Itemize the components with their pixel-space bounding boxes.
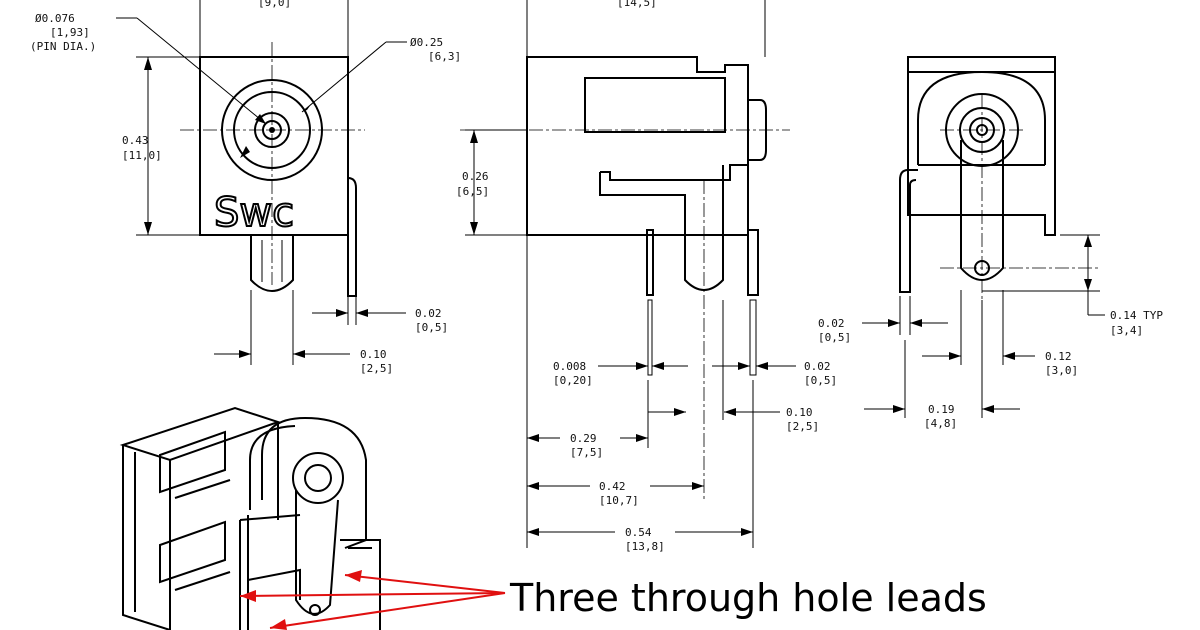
front-dim-barrel-dia-mm: [6,3] [428, 50, 461, 63]
front-dim-height-mm: [11,0] [122, 149, 162, 162]
rear-body-outline [907, 56, 1056, 236]
iso-slot-lower [159, 520, 226, 584]
rear-view: 0.14 TYP [3,4] 0.02 [0,5] 0.12 [3,0] 0.1… [818, 56, 1163, 430]
side-dim-lead-thk: 0.008 [553, 360, 586, 373]
isometric-view [119, 406, 381, 630]
rear-dim-pin-height-mm: [3,4] [1110, 324, 1143, 337]
side-thin-lead [646, 229, 654, 296]
side-dim-axis-height: 0.26 [462, 170, 489, 183]
side-dim-lead1-pos: 0.29 [570, 432, 597, 445]
front-dim-pin-dia: Ø0.076 [35, 12, 75, 25]
iso-rear-arch [261, 416, 367, 549]
front-bottom-pin [250, 235, 294, 292]
side-dim-pin-spacing: 0.10 [786, 406, 813, 419]
iso-side-lead [340, 539, 381, 630]
side-dim-overall-mm: [13,8] [625, 540, 665, 553]
rear-dim-pin-width-mm: [3,0] [1045, 364, 1078, 377]
front-dim-pin-dia-mm: [1,93] [50, 26, 90, 39]
front-dim-width-mm: [9,0] [258, 0, 291, 9]
front-dim-pin-width: 0.10 [360, 348, 387, 361]
side-dim-length-mm-top: [14,5] [617, 0, 657, 9]
callout-caption: Three through hole leads [509, 576, 987, 620]
side-dim-overall: 0.54 [625, 526, 652, 539]
side-dim-pin-spacing-mm: [2,5] [786, 420, 819, 433]
iso-top-face [119, 406, 282, 462]
callout-arrow-side-lead [344, 574, 506, 594]
callout-arrow-left-lead [239, 592, 506, 597]
side-view: [14,5] 0.26 [6,5] 0.008 [0,20] 0.02 [456, 0, 837, 553]
swc-logo: Swc [214, 190, 294, 236]
side-dim-lead1-pos-mm: [7,5] [570, 446, 603, 459]
rear-dim-lead-spacing-mm: [4,8] [924, 417, 957, 430]
rear-arch [917, 70, 1046, 165]
rear-dim-lead-thk-mm: [0,5] [818, 331, 851, 344]
front-side-lead [347, 176, 357, 297]
front-dim-height: 0.43 [122, 134, 149, 147]
rear-dim-pin-width: 0.12 [1045, 350, 1072, 363]
rear-side-lead [899, 169, 918, 293]
callout-arrow-center-lead [269, 592, 506, 629]
side-body-outline [526, 56, 749, 236]
iso-slot-upper [159, 430, 226, 494]
side-dim-pin-pos: 0.42 [599, 480, 626, 493]
rear-dim-lead-thk: 0.02 [818, 317, 845, 330]
front-dim-lead-thk: 0.02 [415, 307, 442, 320]
front-dim-lead-thk-mm: [0,5] [415, 321, 448, 334]
iso-barrel [292, 452, 344, 504]
rear-dim-pin-height: 0.14 TYP [1110, 309, 1163, 322]
side-bottom-pin [599, 165, 724, 291]
side-dim-axis-height-mm: [6,5] [456, 185, 489, 198]
side-dim-flat-lead-mm: [0,5] [804, 374, 837, 387]
side-flat-lead [747, 229, 759, 296]
front-dim-barrel-dia: Ø0.25 [410, 36, 443, 49]
front-dim-pin-dia-note: (PIN DIA.) [30, 40, 96, 53]
front-dim-pin-width-mm: [2,5] [360, 362, 393, 375]
lead-callout: Three through hole leads [239, 570, 987, 630]
iso-left-edge [122, 445, 171, 630]
front-view: [9,0] Swc Ø0.076 [1,93] (PIN DIA.) Ø0.25… [30, 0, 461, 375]
side-dim-lead-thk-mm: [0,20] [553, 374, 593, 387]
side-dim-flat-lead: 0.02 [804, 360, 831, 373]
side-dim-pin-pos-mm: [10,7] [599, 494, 639, 507]
rear-dim-lead-spacing: 0.19 [928, 403, 955, 416]
front-body-outline [199, 56, 349, 236]
side-barrel-bore [584, 77, 726, 133]
